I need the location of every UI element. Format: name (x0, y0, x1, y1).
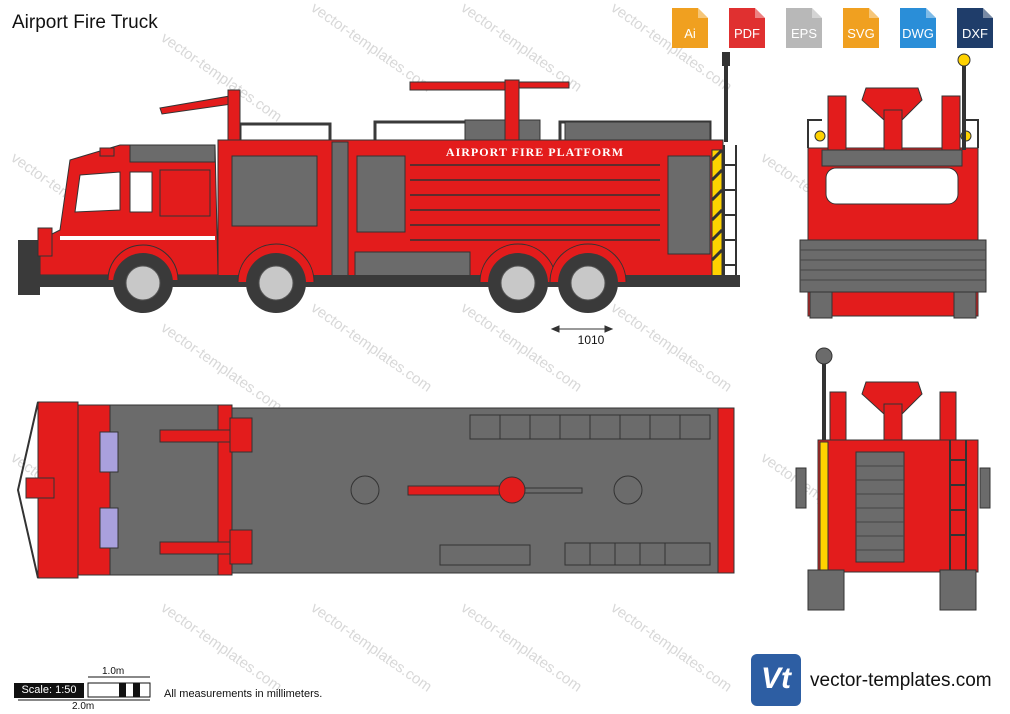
watermark: vector-templates.com (458, 299, 585, 395)
measure-2m-label: 2.0m (72, 701, 95, 712)
wheels (107, 243, 627, 313)
watermark: vector-templates.com (308, 299, 435, 395)
file-icon (729, 8, 765, 48)
measure-1m-label: 1.0m (102, 666, 125, 677)
vt-logo-icon[interactable]: Vt (751, 654, 801, 706)
pdf-format-label: PDF (734, 26, 760, 41)
dxf-format-badge[interactable]: DXF (955, 6, 995, 50)
dwg-format-label: DWG (902, 26, 934, 41)
watermark: vector-templates.com (458, 0, 585, 96)
watermark: vector-templates.com (608, 599, 735, 695)
eps-format-label: EPS (790, 26, 817, 41)
file-icon (843, 8, 879, 48)
pdf-format-badge[interactable]: PDF (727, 6, 767, 50)
file-icon (957, 8, 993, 48)
brand-link[interactable]: vector-templates.com (810, 670, 992, 691)
dimension-label: 1010 (577, 333, 605, 347)
top-view (16, 401, 735, 579)
ai-format-badge[interactable]: Ai (670, 6, 710, 50)
eps-format-badge[interactable]: EPS (784, 6, 824, 50)
scale-label: Scale: 1:50 (14, 683, 84, 698)
side-view (18, 52, 740, 333)
measurement-note: All measurements in millimeters. (164, 688, 323, 700)
watermark: vector-templates.com (158, 599, 285, 695)
ai-format-label: Ai (684, 26, 696, 41)
svg-format-badge[interactable]: SVG (841, 6, 881, 50)
file-icon (900, 8, 936, 48)
watermark: vector-templates.com (458, 599, 585, 695)
dimension-arrow (550, 325, 614, 333)
file-icon (786, 8, 822, 48)
dwg-format-badge[interactable]: DWG (898, 6, 938, 50)
rear-view (795, 347, 991, 611)
watermark: vector-templates.com (308, 599, 435, 695)
watermark: vector-templates.com (308, 0, 435, 96)
dxf-format-label: DXF (962, 26, 988, 41)
front-view (799, 53, 987, 319)
body-text: AIRPORT FIRE PLATFORM (446, 145, 624, 159)
watermark-layer: vector-templates.com vector-templates.co… (8, 0, 885, 696)
scale-bar (18, 676, 151, 701)
watermark: vector-templates.com (158, 319, 285, 415)
page-title: Airport Fire Truck (12, 12, 158, 33)
watermark: vector-templates.com (608, 299, 735, 395)
svg-format-label: SVG (847, 26, 875, 41)
file-icon (672, 8, 708, 48)
